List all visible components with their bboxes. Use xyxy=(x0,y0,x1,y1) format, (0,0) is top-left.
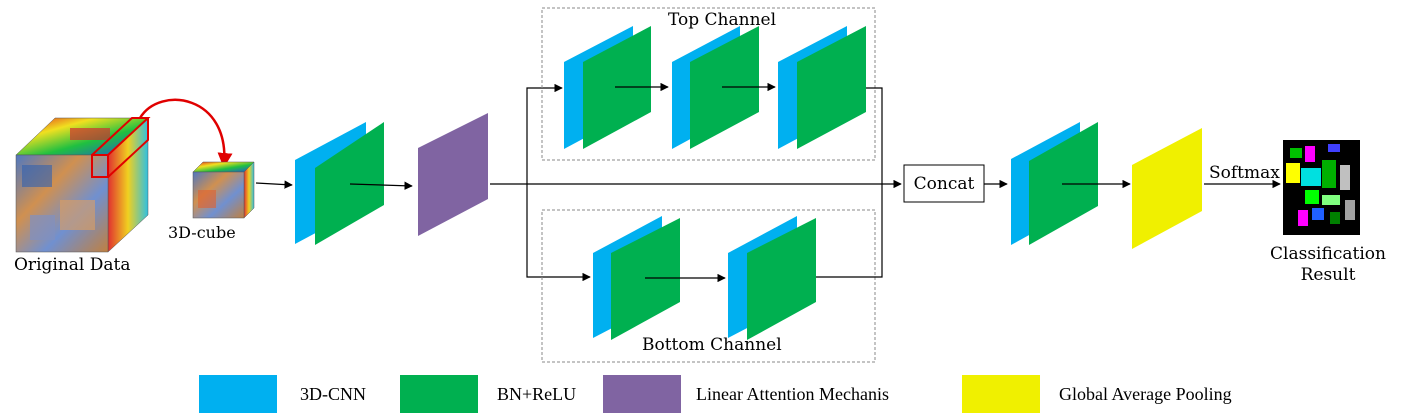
arrow-to-top-channel xyxy=(526,83,563,184)
line-bottom-to-concat xyxy=(816,184,883,278)
original-data-cube xyxy=(15,117,151,253)
bottom-block-2 xyxy=(728,216,816,340)
bottom-channel-label: Bottom Channel xyxy=(642,335,782,355)
block1 xyxy=(295,122,384,245)
concat-box xyxy=(903,164,985,203)
classification-map xyxy=(1283,140,1360,235)
top-channel-box xyxy=(541,7,876,161)
top-block-3 xyxy=(778,26,866,149)
legend-label-3d-cnn: 3D-CNN xyxy=(300,384,366,404)
arrow-cube-to-block1 xyxy=(255,180,293,189)
top-channel-label: Top Channel xyxy=(668,10,776,30)
arrow-block1-to-attention xyxy=(349,181,413,190)
line-top-to-concat xyxy=(866,87,883,184)
softmax-label: Softmax xyxy=(1209,163,1280,183)
result-label-line2: Result xyxy=(1301,265,1356,285)
block1-bn-relu xyxy=(315,122,384,245)
legend-label-gap: Global Average Pooling xyxy=(1059,384,1232,404)
legend-swatch-3d-cnn xyxy=(199,375,277,413)
arrow-to-bottom-channel xyxy=(526,184,591,282)
original-data-label: Original Data xyxy=(14,255,130,275)
legend-swatch-bn-relu xyxy=(400,375,478,413)
patch-cube xyxy=(192,161,255,219)
cube-label: 3D-cube xyxy=(168,223,236,242)
gap-block xyxy=(1132,128,1202,249)
legend-label-attention: Linear Attention Mechanis xyxy=(696,384,889,404)
attention-block xyxy=(418,113,488,236)
bottom-block-1 xyxy=(593,216,680,340)
result-label-line1: Classification xyxy=(1270,244,1386,264)
concat-label: Concat xyxy=(914,174,975,194)
extract-arrow xyxy=(138,98,233,168)
legend: 3D-CNN BN+ReLU Linear Attention Mechanis… xyxy=(199,375,1232,413)
legend-swatch-attention xyxy=(603,375,681,413)
bottom-channel-box xyxy=(541,209,876,363)
legend-swatch-gap xyxy=(962,375,1040,413)
legend-label-bn-relu: BN+ReLU xyxy=(497,384,576,404)
